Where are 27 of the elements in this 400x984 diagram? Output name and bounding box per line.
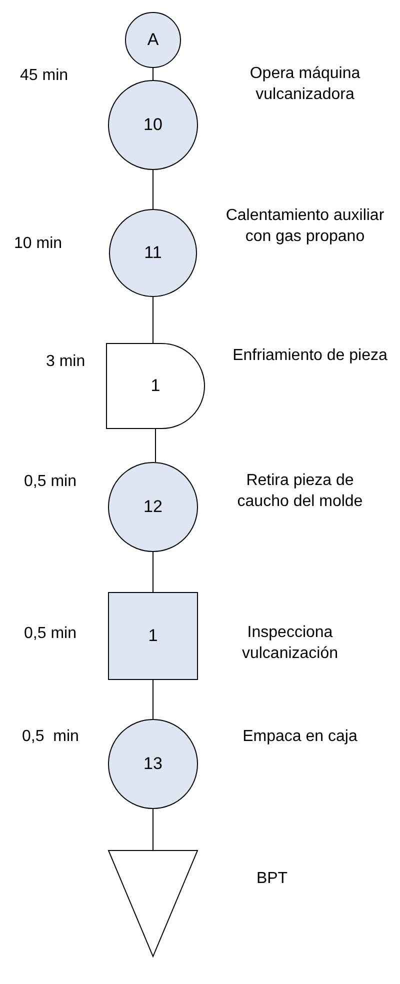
step-description: Calentamiento auxiliar con gas propano	[225, 206, 385, 247]
duration-label: 10 min	[14, 234, 64, 254]
connector-line	[152, 68, 154, 80]
step-description: BPT	[255, 869, 289, 889]
step-number: 13	[142, 754, 164, 774]
connector-line	[152, 552, 154, 592]
duration-label: 0,5 min	[22, 727, 80, 747]
step-number: A	[146, 30, 160, 50]
connector-line	[152, 296, 154, 344]
duration-label: 45 min	[20, 66, 70, 86]
step-description: Empaca en caja	[242, 727, 358, 747]
step-number: 1	[147, 626, 159, 646]
step-number: 11	[143, 243, 163, 263]
step-number: 1	[150, 376, 162, 396]
connector-line	[152, 680, 154, 720]
connector-line	[152, 808, 154, 850]
duration-label: 0,5 min	[24, 472, 78, 492]
step-description: Enfriamiento de pieza	[232, 346, 388, 366]
step-description: Retira pieza de caucho del molde	[236, 471, 364, 512]
step-description: Inspecciona vulcanización	[240, 623, 340, 664]
duration-label: 0,5 min	[24, 624, 78, 644]
step-number: 12	[142, 497, 164, 517]
duration-label: 3 min	[46, 352, 86, 372]
connector-line	[152, 170, 154, 210]
step-number: 10	[142, 115, 164, 135]
connector-line	[155, 428, 156, 462]
step-description: Opera máquina vulcanizadora	[248, 64, 362, 105]
